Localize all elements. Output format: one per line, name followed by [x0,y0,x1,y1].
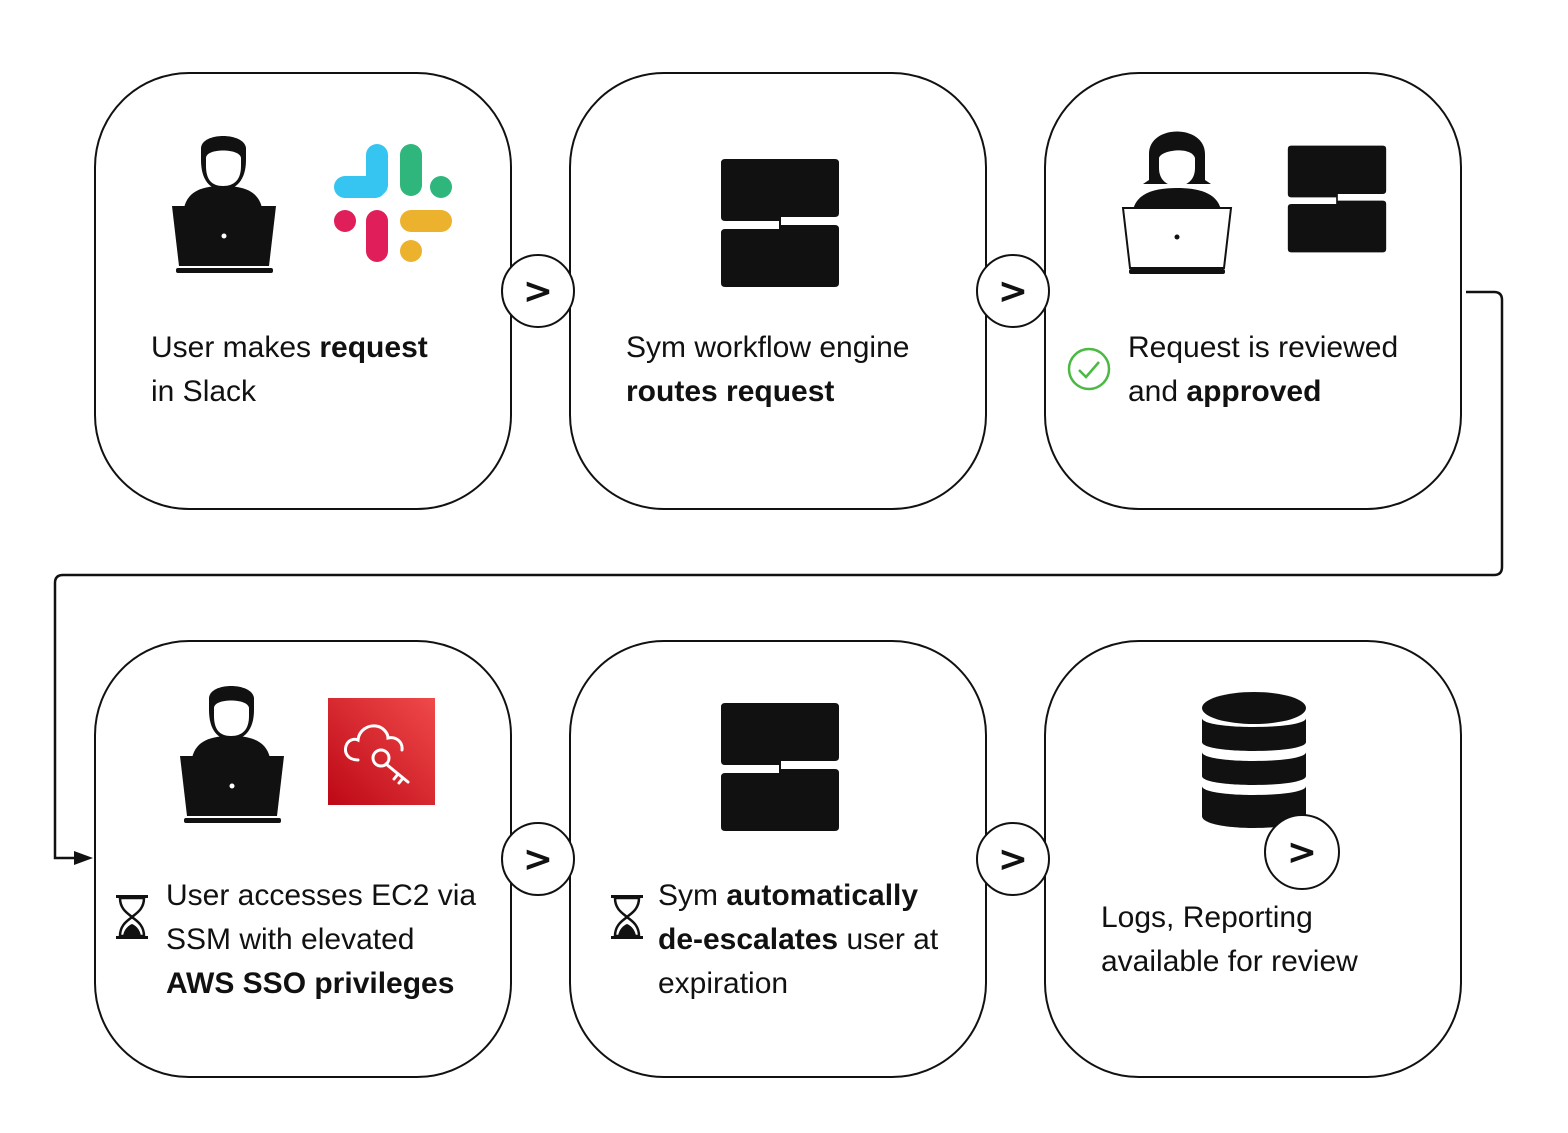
step-deescalate-line-3: expiration [658,967,789,1000]
step-approve-line-2: and approved [1128,375,1322,408]
next-arrow-4[interactable]: > [976,822,1050,896]
step-card-request: User makes request in Slack [94,72,512,510]
step-logs-description: Logs, Reporting available for review [1101,896,1358,984]
step-card-access: User accesses EC2 via SSM with elevated … [94,640,512,1078]
step-logs-line-2: available for review [1101,945,1358,978]
step-access-line-3: AWS SSO privileges [166,967,455,1000]
step-logs-line-1: Logs, Reporting [1101,901,1313,934]
hourglass-icon [116,895,148,939]
step-approve-description: Request is reviewed and approved [1128,326,1398,414]
step-request-description: User makes request in Slack [151,326,428,414]
sym-logo-icon [1287,145,1387,253]
database-icon [1202,692,1306,828]
user-laptop-icon [180,686,284,823]
step-card-deescalate: Sym automatically de-escalates user at e… [569,640,987,1078]
aws-iam-identity-center-icon [328,698,435,805]
step-deescalate-line-1: Sym automatically [658,879,919,912]
step-route-line-1: Sym workflow engine [626,331,910,364]
step-deescalate-line-2: de-escalates user at [658,923,939,956]
wrap-connector-line [53,290,1504,860]
step-access-description: User accesses EC2 via SSM with elevated … [166,874,476,1006]
slack-logo-icon [334,144,452,262]
user-laptop-icon [172,136,276,273]
step-approve-line-1: Request is reviewed [1128,331,1399,364]
logs-open-button[interactable]: > [1264,814,1340,890]
hourglass-icon [611,895,643,939]
next-arrow-3[interactable]: > [501,822,575,896]
step-access-line-1: User accesses EC2 via [166,879,477,912]
sym-logo-icon [721,159,839,287]
next-arrow-2[interactable]: > [976,254,1050,328]
step-request-line-2: in Slack [151,375,257,408]
wrap-connector-arrowhead [74,851,93,865]
step-route-description: Sym workflow engine routes request [626,326,909,414]
step-card-route: Sym workflow engine routes request [569,72,987,510]
step-card-approve: Request is reviewed and approved [1044,72,1462,510]
reviewer-laptop-icon [1121,131,1233,274]
step-card-logs: > Logs, Reporting available for review [1044,640,1462,1078]
step-route-line-2: routes request [626,375,835,408]
next-arrow-1[interactable]: > [501,254,575,328]
sym-logo-icon [721,703,839,831]
step-deescalate-description: Sym automatically de-escalates user at e… [658,874,938,1006]
step-access-line-2: SSM with elevated [166,923,415,956]
step-request-line-1: User makes request [151,331,428,364]
check-circle-icon [1067,347,1111,391]
